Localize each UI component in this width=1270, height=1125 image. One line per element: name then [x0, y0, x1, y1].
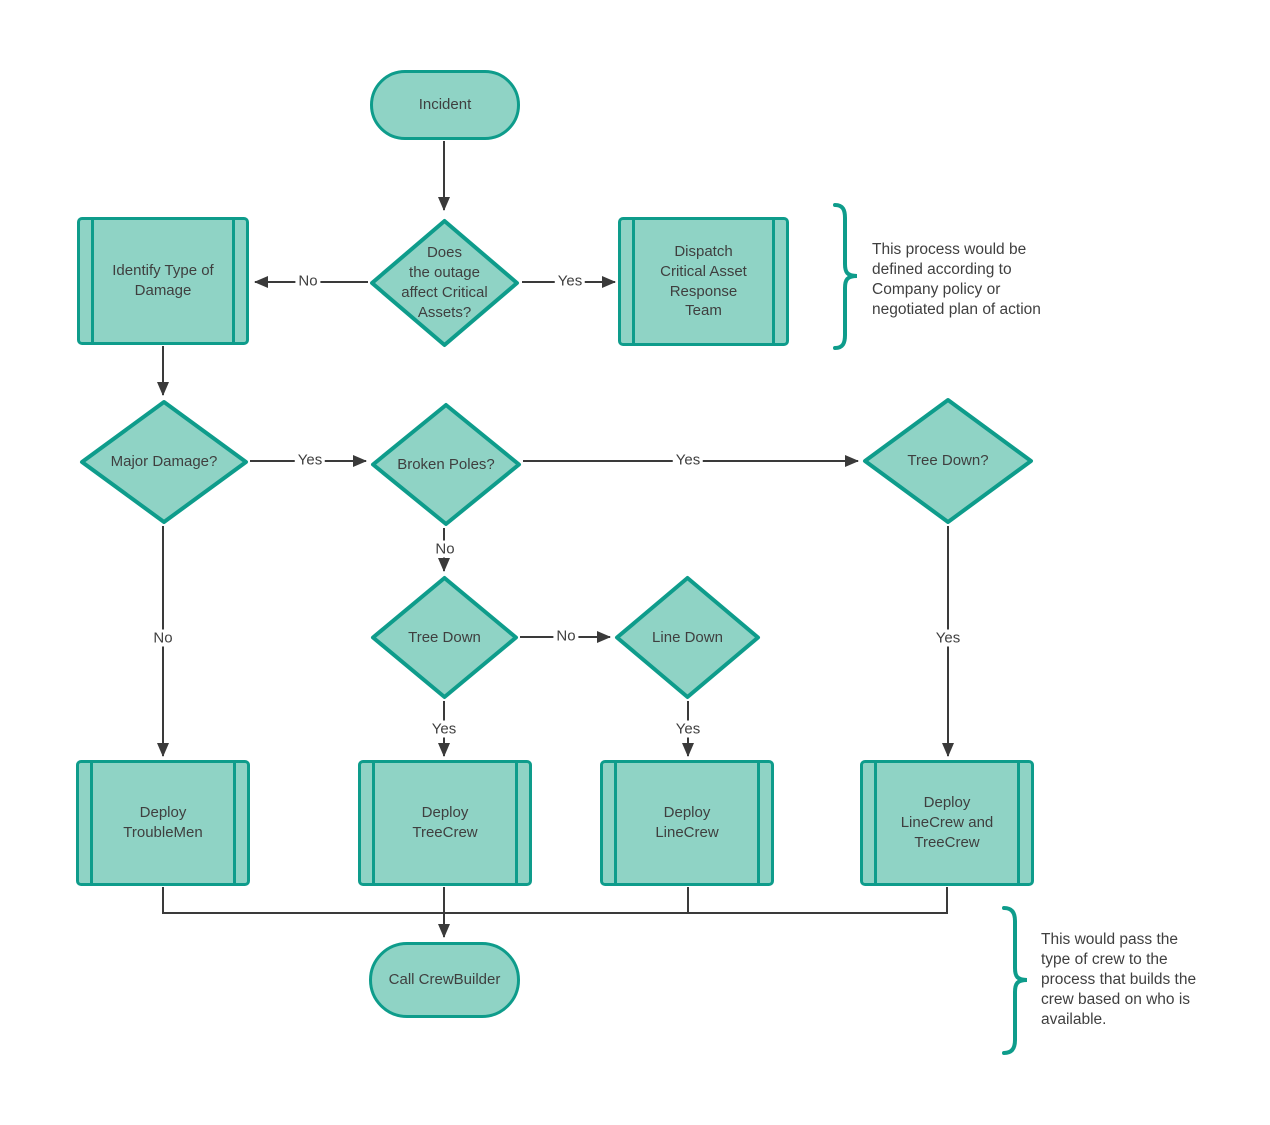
node-identify-damage: Identify Type of Damage — [77, 217, 249, 345]
node-deploy-linecrew-label: Deploy LineCrew — [655, 804, 719, 841]
annotation-crew-note: This would pass the type of crew to the … — [1041, 931, 1197, 1028]
edge-label-major-no: No — [150, 629, 176, 647]
diamond-shape — [863, 398, 1033, 524]
node-tree-down-decision: Tree Down — [370, 575, 519, 700]
predefined-bar-right — [1017, 763, 1020, 883]
edge-label-tree-no: No — [553, 627, 579, 645]
edge-label-assets-yes: Yes — [554, 272, 586, 290]
node-deploy-treecrew: Deploy TreeCrew — [358, 760, 532, 886]
predefined-bar-left — [614, 763, 617, 883]
node-incident: Incident — [370, 70, 520, 140]
node-critical-assets-label: Does the outage affect Critical Assets? — [401, 244, 488, 321]
brace-crew-note — [1002, 906, 1028, 1055]
edge-label-poles-no: No — [432, 540, 458, 558]
node-deploy-linecrew-treecrew-label: Deploy LineCrew and TreeCrew — [900, 794, 994, 851]
diamond-shape — [371, 576, 518, 699]
node-broken-poles-label: Broken Poles? — [397, 455, 495, 473]
diamond-shape — [371, 403, 521, 526]
node-deploy-linecrew: Deploy LineCrew — [600, 760, 774, 886]
node-critical-assets-decision: Does the outage affect Critical Assets? — [369, 218, 520, 348]
diamond-shape — [370, 219, 519, 347]
node-tree-down-q-decision: Tree Down? — [862, 397, 1034, 525]
node-dispatch-team-label: Dispatch Critical Asset Response Team — [660, 242, 747, 320]
diamond-shape — [615, 576, 760, 699]
node-line-down-label: Line Down — [652, 628, 723, 646]
node-deploy-troublemen: Deploy TroubleMen — [76, 760, 250, 886]
edge-label-treeq-yes: Yes — [932, 629, 964, 647]
diamond-shape — [80, 400, 248, 524]
node-deploy-linecrew-treecrew: Deploy LineCrew and TreeCrew — [860, 760, 1034, 886]
predefined-bar-left — [90, 763, 93, 883]
node-call-crewbuilder: Call CrewBuilder — [369, 942, 520, 1018]
edge-label-assets-no: No — [295, 272, 321, 290]
predefined-bar-left — [372, 763, 375, 883]
brace-policy-note — [833, 203, 858, 350]
predefined-bar-right — [772, 220, 775, 343]
node-broken-poles-decision: Broken Poles? — [370, 402, 522, 527]
edge-label-major-yes: Yes — [294, 451, 326, 469]
predefined-bar-right — [232, 220, 235, 342]
predefined-bar-left — [874, 763, 877, 883]
edge-label-tree-yes: Yes — [428, 720, 460, 738]
predefined-bar-left — [91, 220, 94, 342]
node-tree-down-q-label: Tree Down? — [907, 452, 989, 470]
node-deploy-treecrew-label: Deploy TreeCrew — [412, 804, 478, 841]
node-incident-label: Incident — [418, 96, 472, 114]
node-call-crewbuilder-label: Call CrewBuilder — [388, 971, 501, 989]
predefined-bar-right — [515, 763, 518, 883]
node-line-down-decision: Line Down — [614, 575, 761, 700]
node-tree-down-label: Tree Down — [408, 628, 481, 646]
node-major-damage-decision: Major Damage? — [79, 399, 249, 525]
predefined-bar-right — [233, 763, 236, 883]
edge-label-poles-yes: Yes — [672, 451, 704, 469]
node-major-damage-label: Major Damage? — [110, 453, 218, 471]
node-deploy-troublemen-label: Deploy TroubleMen — [123, 804, 203, 841]
node-identify-damage-label: Identify Type of Damage — [112, 262, 214, 299]
node-dispatch-team: Dispatch Critical Asset Response Team — [618, 217, 789, 346]
connector-merge-rail — [162, 887, 948, 914]
edge-label-line-yes: Yes — [672, 720, 704, 738]
predefined-bar-right — [757, 763, 760, 883]
predefined-bar-left — [632, 220, 635, 343]
annotation-policy-note: This process would be defined according … — [872, 241, 1041, 318]
